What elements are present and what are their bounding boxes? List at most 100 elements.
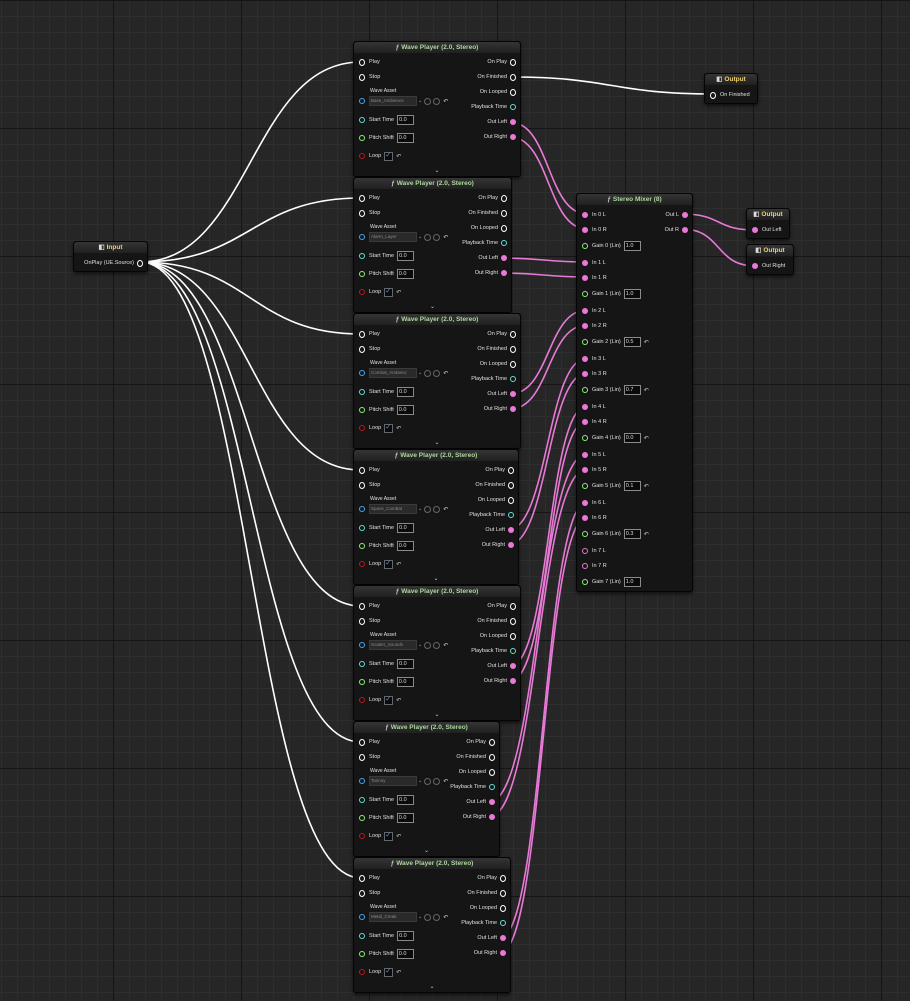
play-input-pin[interactable]: Play: [359, 193, 380, 203]
time-pin-icon[interactable]: [489, 784, 495, 790]
mixer-out-r-pin[interactable]: Out R: [665, 225, 688, 235]
reset-icon[interactable]: ↶: [396, 697, 402, 704]
output-right-node[interactable]: ◧Output Out Right: [746, 244, 794, 275]
exec-pin-icon[interactable]: [489, 738, 495, 746]
out-left-output-pin[interactable]: Out Left: [466, 797, 495, 807]
on-play-output-pin[interactable]: On Play: [478, 193, 507, 203]
browse-icon[interactable]: [424, 641, 432, 649]
on-looped-output-pin[interactable]: On Looped: [470, 903, 506, 913]
float-pin-icon[interactable]: [582, 387, 588, 393]
gain-value-field[interactable]: 0.5: [623, 337, 641, 347]
float-pin-icon[interactable]: [359, 815, 365, 821]
float-pin-icon[interactable]: [582, 291, 588, 297]
mixer-in-3-l-pin[interactable]: In 3 L: [582, 354, 606, 364]
expand-chevron-icon[interactable]: ⌄: [423, 848, 430, 854]
mixer-gain-4-pin[interactable]: Gain 4 (Lin)0.0↶: [582, 433, 649, 443]
loop-checkbox[interactable]: [384, 695, 394, 705]
exec-pin-icon[interactable]: [359, 753, 365, 761]
exec-pin-icon[interactable]: [137, 259, 143, 267]
mixer-in-1-l-pin[interactable]: In 1 L: [582, 258, 606, 268]
exec-pin-icon[interactable]: [508, 496, 514, 504]
asset-pin-icon[interactable]: [359, 506, 365, 512]
pitch-shift-field[interactable]: 0.0: [396, 133, 414, 143]
mixer-in-5-r-pin[interactable]: In 5 R: [582, 465, 607, 475]
on-play-output-pin[interactable]: On Play: [477, 873, 506, 883]
mixer-in-4-r-pin[interactable]: In 4 R: [582, 417, 607, 427]
audio-pin-icon[interactable]: [752, 263, 758, 269]
float-pin-icon[interactable]: [359, 679, 365, 685]
mixer-gain-2-pin[interactable]: Gain 2 (Lin)0.5↶: [582, 337, 649, 347]
reset-icon[interactable]: ↶: [643, 435, 649, 442]
loop-checkbox[interactable]: [384, 287, 394, 297]
reset-icon[interactable]: ↶: [396, 425, 402, 432]
playback-time-output-pin[interactable]: Playback Time: [469, 510, 514, 520]
chevron-down-icon[interactable]: ⌄: [418, 370, 423, 376]
start-time-field[interactable]: 0.0: [397, 523, 415, 533]
out-left-output-pin[interactable]: Out Left: [485, 525, 514, 535]
float-pin-icon[interactable]: [582, 531, 588, 537]
exec-pin-icon[interactable]: [510, 360, 516, 368]
time-pin-icon[interactable]: [359, 389, 365, 395]
out-left-output-pin[interactable]: Out Left: [487, 117, 516, 127]
chevron-down-icon[interactable]: ⌄: [418, 642, 423, 648]
playback-time-output-pin[interactable]: Playback Time: [462, 238, 507, 248]
reset-icon[interactable]: ↶: [443, 506, 449, 513]
audio-pin-icon[interactable]: [752, 227, 758, 233]
exec-pin-icon[interactable]: [710, 91, 716, 99]
stop-input-pin[interactable]: Stop: [359, 480, 380, 490]
audio-pin-icon[interactable]: [510, 119, 516, 125]
exec-pin-icon[interactable]: [510, 632, 516, 640]
reset-icon[interactable]: ↶: [643, 483, 649, 490]
out-left-output-pin[interactable]: Out Left: [487, 389, 516, 399]
out-left-output-pin[interactable]: Out Left: [487, 661, 516, 671]
audio-pin-icon[interactable]: [582, 452, 588, 458]
exec-pin-icon[interactable]: [359, 602, 365, 610]
gain-value-field[interactable]: 0.7: [623, 385, 641, 395]
reset-icon[interactable]: ↶: [443, 778, 449, 785]
audio-pin-icon[interactable]: [582, 323, 588, 329]
mixer-in-5-l-pin[interactable]: In 5 L: [582, 450, 606, 460]
reset-icon[interactable]: ↶: [643, 339, 649, 346]
time-pin-icon[interactable]: [510, 376, 516, 382]
exec-pin-icon[interactable]: [508, 466, 514, 474]
audio-pin-icon[interactable]: [501, 255, 507, 261]
audio-pin-icon[interactable]: [510, 678, 516, 684]
audio-pin-icon[interactable]: [582, 356, 588, 362]
mixer-gain-0-pin[interactable]: Gain 0 (Lin)1.0: [582, 241, 641, 251]
output-left-node[interactable]: ◧Output Out Left: [746, 208, 790, 239]
loop-checkbox[interactable]: [384, 423, 394, 433]
bool-pin-icon[interactable]: [359, 289, 365, 295]
on-play-output-pin[interactable]: On Play: [487, 601, 516, 611]
browse-icon[interactable]: [424, 777, 432, 785]
on-finished-output-pin[interactable]: On Finished: [475, 480, 514, 490]
out-right-output-pin[interactable]: Out Right: [463, 812, 495, 822]
audio-pin-icon[interactable]: [582, 212, 588, 218]
reset-icon[interactable]: ↶: [396, 833, 402, 840]
mixer-gain-5-pin[interactable]: Gain 5 (Lin)0.1↶: [582, 481, 649, 491]
search-icon[interactable]: [433, 913, 441, 921]
asset-pin-icon[interactable]: [359, 914, 365, 920]
exec-pin-icon[interactable]: [500, 904, 506, 912]
exec-pin-icon[interactable]: [510, 617, 516, 625]
exec-pin-icon[interactable]: [359, 481, 365, 489]
on-finished-output-pin[interactable]: On Finished: [468, 208, 507, 218]
exec-pin-icon[interactable]: [510, 58, 516, 66]
float-pin-icon[interactable]: [359, 135, 365, 141]
exec-pin-icon[interactable]: [510, 330, 516, 338]
loop-checkbox[interactable]: [384, 559, 394, 569]
float-pin-icon[interactable]: [582, 339, 588, 345]
input-node[interactable]: ◧Input OnPlay (UE.Source): [73, 241, 148, 272]
audio-pin-icon[interactable]: [501, 270, 507, 276]
audio-pin-icon[interactable]: [500, 935, 506, 941]
audio-pin-icon[interactable]: [582, 500, 588, 506]
exec-pin-icon[interactable]: [501, 224, 507, 232]
search-icon[interactable]: [433, 233, 441, 241]
chevron-down-icon[interactable]: ⌄: [418, 778, 423, 784]
